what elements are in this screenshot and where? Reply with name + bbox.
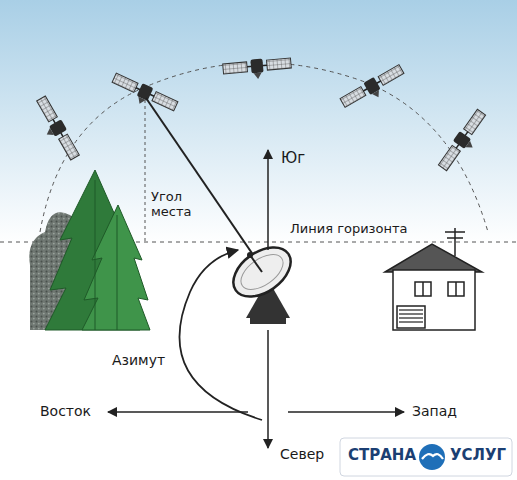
horizon-label: Линия горизонта	[290, 222, 408, 237]
direction-label: Север	[280, 446, 324, 462]
watermark: СТРАНА	[348, 447, 416, 464]
watermark: УСЛУГ	[450, 447, 506, 464]
direction-label: Юг	[281, 150, 305, 167]
direction-label: Восток	[40, 403, 91, 419]
angle-label: Азимут	[112, 352, 165, 368]
direction-label: Запад	[412, 403, 457, 419]
angle-label: Угол места	[151, 190, 207, 220]
